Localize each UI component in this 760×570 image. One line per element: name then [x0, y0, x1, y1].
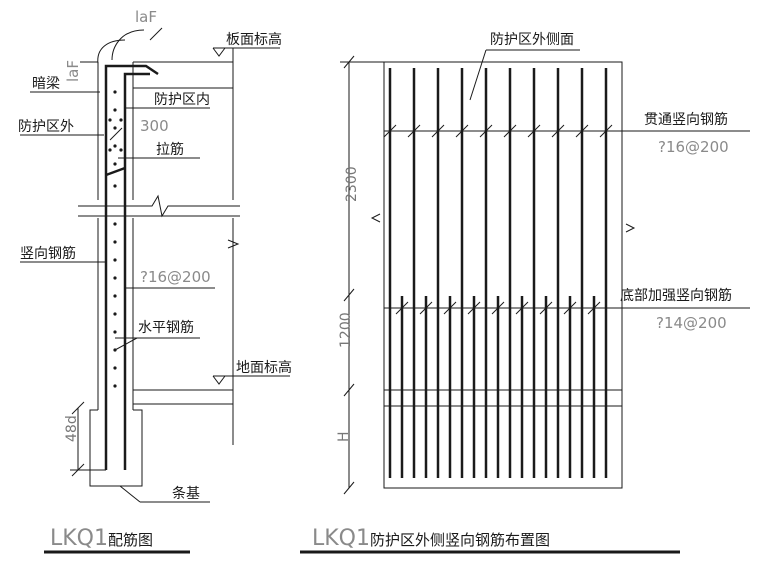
horizontal-rebar-dots: [108, 90, 123, 388]
laf-bend-2: [111, 29, 145, 61]
bar-tick-mark: [575, 124, 589, 138]
leader-outer-face-slant: [469, 49, 487, 101]
bar-tick-mark: [431, 124, 445, 138]
break-mark-left: [370, 213, 381, 223]
leader-horizontal-rebar-slant: [114, 337, 138, 351]
label-hidden-beam: 暗梁: [32, 76, 60, 92]
label-ground-elevation: 地面标高: [236, 359, 292, 376]
top-hook-rebar-inner: [123, 72, 150, 82]
label-dim-h: H: [336, 431, 352, 442]
dim-tick-top: [343, 55, 355, 69]
bar-tick-mark: [515, 301, 529, 315]
break-mark-right: [227, 239, 240, 249]
wall-face-outline: [383, 61, 623, 489]
break-mark-right: [625, 223, 636, 233]
arrow-ground-elevation: [212, 375, 226, 385]
label-laf-side: laF: [64, 60, 82, 82]
label-bottom-spec: ?14@200: [656, 314, 727, 332]
label-bottom-reinforce: 底部加强竖向钢筋: [620, 287, 732, 304]
label-dim-300: 300: [140, 117, 169, 135]
label-laf-top: laF: [135, 8, 157, 26]
bar-tick-mark: [503, 124, 517, 138]
bar-tick-mark: [563, 301, 577, 315]
label-dim-2300: 2300: [344, 166, 360, 202]
strip-foundation-outline: [89, 409, 143, 487]
top-hook-rebar: [104, 64, 159, 76]
laf-bend: [97, 39, 126, 65]
bar-tick-mark: [455, 124, 469, 138]
dim-tick-bottom: [343, 481, 355, 495]
label-inside-protected: 防护区内: [154, 92, 210, 108]
tick-laf: [149, 27, 163, 41]
bar-tick-mark: [419, 301, 433, 315]
bar-tick-mark: [395, 301, 409, 315]
bar-tick-mark: [479, 124, 493, 138]
bar-tick-mark: [587, 301, 601, 315]
right-title-code: LKQ1: [312, 526, 370, 551]
label-vertical-rebar: 竖向钢筋: [20, 245, 76, 262]
tick-300: [109, 127, 123, 141]
arrow-slab-elevation: [212, 47, 226, 57]
dim-tick-2300: [343, 288, 355, 302]
label-strip-foundation: 条基: [172, 485, 200, 502]
leader-strip-foundation-slant: [119, 485, 141, 503]
label-dim-1200: 1200: [338, 312, 354, 348]
label-horizontal-rebar: 水平钢筋: [138, 319, 194, 336]
bar-tick-mark: [383, 124, 397, 138]
label-48d: 48d: [64, 415, 80, 442]
dim-tick-1200: [343, 383, 355, 397]
bar-tick-mark: [491, 301, 505, 315]
break-line-middle: [78, 194, 240, 218]
vertical-bars-group: [383, 68, 613, 478]
right-title-text: 防护区外侧竖向钢筋布置图: [370, 531, 550, 549]
label-through-vertical: 贯通竖向钢筋: [644, 111, 728, 128]
label-slab-elevation: 板面标高: [226, 31, 282, 48]
right-texts: 防护区外侧面 贯通竖向钢筋 ?16@200 底部加强竖向钢筋 ?14@200 2…: [312, 32, 732, 551]
label-outer-face: 防护区外侧面: [490, 32, 574, 48]
bar-tick-mark: [551, 124, 565, 138]
label-outside-protected: 防护区外: [18, 119, 74, 135]
dim-48d-tick-top: [71, 401, 85, 415]
left-title-code: LKQ1: [50, 526, 108, 551]
bar-tick-mark: [527, 124, 541, 138]
left-texts: laF laF 板面标高 暗梁 防护区内 防护区外 300 拉筋 竖向钢筋 ?1…: [18, 8, 292, 551]
bar-tick-mark: [539, 301, 553, 315]
left-title-text: 配筋图: [108, 531, 153, 549]
tie-bar: [105, 166, 126, 177]
left-wall-section: [20, 27, 290, 554]
right-bar-layout: [300, 49, 750, 554]
label-vertical-spec: ?16@200: [140, 268, 211, 286]
bar-tick-mark: [467, 301, 481, 315]
label-through-spec: ?16@200: [658, 138, 729, 156]
bar-tick-mark: [443, 301, 457, 315]
bar-tick-mark: [407, 124, 421, 138]
bar-tick-mark: [599, 124, 613, 138]
label-tie-bar: 拉筋: [156, 141, 184, 158]
